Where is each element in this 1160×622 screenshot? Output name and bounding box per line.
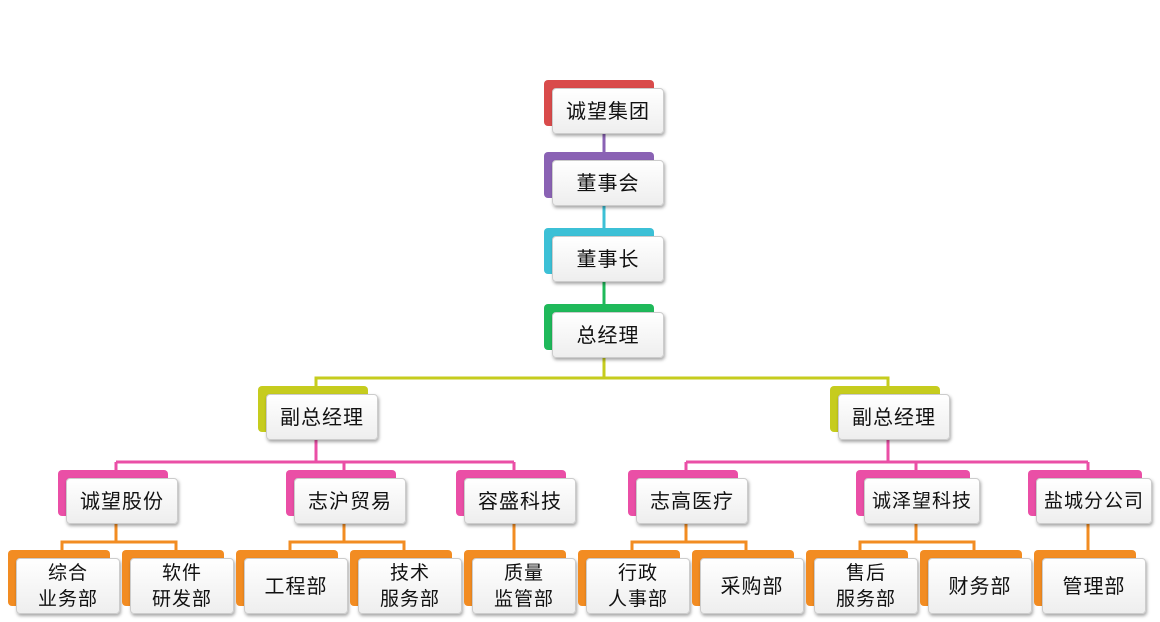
- node-label: 志沪贸易: [308, 489, 392, 513]
- node-face: 财务部: [928, 558, 1032, 614]
- node-face: 售后 服务部: [814, 558, 918, 614]
- node-gm: 总经理: [544, 304, 664, 358]
- node-label: 行政 人事部: [607, 562, 668, 610]
- conn-zhihu-b: [344, 540, 406, 550]
- node-face: 行政 人事部: [586, 558, 690, 614]
- node-label: 售后 服务部: [835, 562, 896, 610]
- node-label: 财务部: [948, 574, 1012, 598]
- node-label: 综合 业务部: [37, 562, 98, 610]
- node-shouhou: 售后 服务部: [806, 550, 918, 614]
- node-zhihu: 志沪贸易: [286, 470, 406, 524]
- node-label: 容盛科技: [478, 489, 562, 513]
- node-face: 工程部: [244, 558, 348, 614]
- node-face: 副总经理: [838, 394, 950, 440]
- node-cw-gufen: 诚望股份: [58, 470, 178, 524]
- node-xingzheng: 行政 人事部: [578, 550, 690, 614]
- node-face: 采购部: [700, 558, 804, 614]
- node-yancheng: 盐城分公司: [1028, 470, 1152, 524]
- node-label: 副总经理: [280, 405, 364, 429]
- conn-chengze-b: [916, 540, 976, 550]
- node-group: 诚望集团: [544, 80, 664, 134]
- node-label: 盐城分公司: [1043, 490, 1144, 512]
- conn-gufen-b: [116, 540, 178, 550]
- node-ruanjian: 软件 研发部: [122, 550, 234, 614]
- node-face: 志沪贸易: [294, 478, 406, 524]
- node-face: 总经理: [552, 312, 664, 358]
- node-label: 副总经理: [852, 405, 936, 429]
- node-gongcheng: 工程部: [236, 550, 348, 614]
- node-zhigao: 志高医疗: [628, 470, 748, 524]
- conn-zhigao-b: [686, 540, 748, 550]
- node-zonghe: 综合 业务部: [8, 550, 120, 614]
- conn-zhihu: [288, 524, 346, 550]
- node-label: 总经理: [576, 323, 640, 347]
- conn-gufen: [60, 524, 118, 550]
- node-label: 董事会: [576, 171, 640, 195]
- node-label: 志高医疗: [650, 489, 734, 513]
- node-label: 技术 服务部: [379, 562, 440, 610]
- conn-zhigao: [630, 524, 688, 550]
- node-label: 诚望股份: [80, 489, 164, 513]
- node-label: 采购部: [720, 574, 784, 598]
- node-chengze: 诚泽望科技: [856, 470, 980, 524]
- node-jishu: 技术 服务部: [350, 550, 462, 614]
- node-face: 诚泽望科技: [864, 478, 980, 524]
- node-label: 董事长: [576, 247, 640, 271]
- node-face: 诚望集团: [552, 88, 664, 134]
- node-face: 副总经理: [266, 394, 378, 440]
- conn-gm-vps: [314, 358, 606, 386]
- node-vp-left: 副总经理: [258, 386, 378, 440]
- node-label: 诚望集团: [566, 99, 650, 123]
- node-face: 诚望股份: [66, 478, 178, 524]
- node-caigou: 采购部: [692, 550, 804, 614]
- node-label: 工程部: [264, 574, 328, 598]
- node-face: 盐城分公司: [1036, 478, 1152, 524]
- node-face: 综合 业务部: [16, 558, 120, 614]
- node-caiwu: 财务部: [920, 550, 1032, 614]
- node-face: 管理部: [1042, 558, 1146, 614]
- node-label: 质量 监管部: [493, 562, 554, 610]
- node-face: 容盛科技: [464, 478, 576, 524]
- node-face: 质量 监管部: [472, 558, 576, 614]
- node-rongsheng: 容盛科技: [456, 470, 576, 524]
- node-vp-right: 副总经理: [830, 386, 950, 440]
- node-label: 管理部: [1062, 574, 1126, 598]
- conn-gm-vp-right: [604, 376, 890, 386]
- node-guanli: 管理部: [1034, 550, 1146, 614]
- conn-chengze: [858, 524, 918, 550]
- node-board: 董事会: [544, 152, 664, 206]
- node-face: 软件 研发部: [130, 558, 234, 614]
- node-zhiliang: 质量 监管部: [464, 550, 576, 614]
- node-label: 诚泽望科技: [871, 490, 972, 512]
- node-face: 志高医疗: [636, 478, 748, 524]
- node-chairman: 董事长: [544, 228, 664, 282]
- node-face: 董事会: [552, 160, 664, 206]
- node-face: 技术 服务部: [358, 558, 462, 614]
- node-face: 董事长: [552, 236, 664, 282]
- node-label: 软件 研发部: [151, 562, 212, 610]
